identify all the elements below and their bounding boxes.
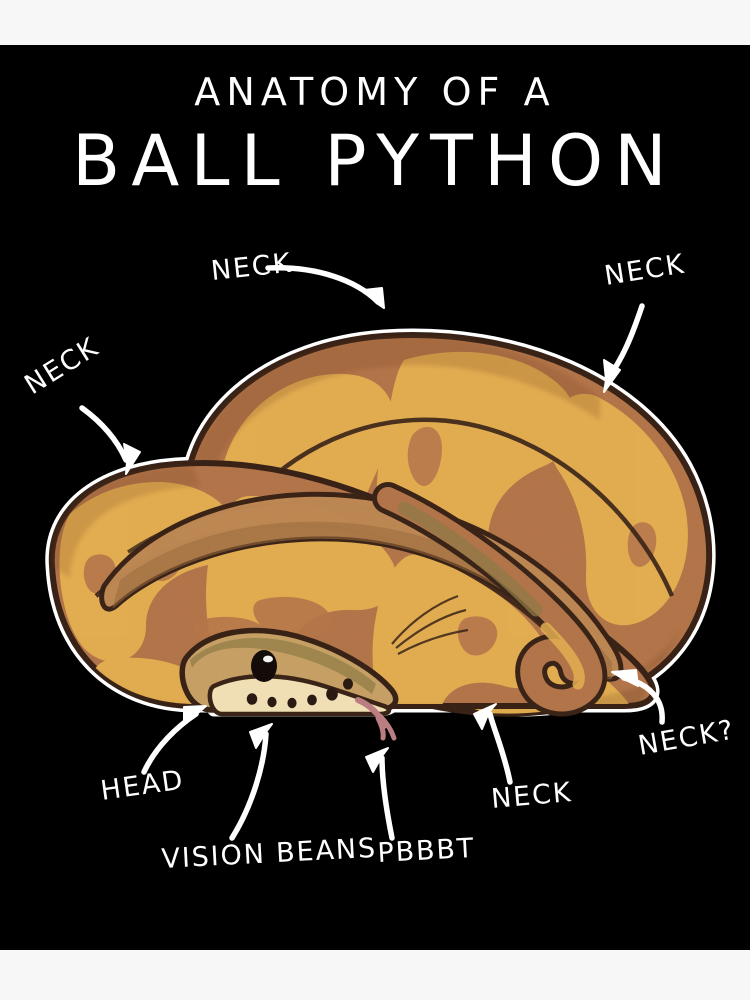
- label-head: HEAD: [99, 765, 187, 807]
- label-neck-lower-mid: NECK: [490, 777, 574, 815]
- snake-eye: [251, 650, 277, 682]
- annotation-arrows: [79, 265, 665, 841]
- frame-band-bottom: [0, 950, 750, 1000]
- poster-title: ANATOMY OF A BALL PYTHON: [72, 70, 678, 202]
- label-pbbbt: PBBBT: [377, 833, 476, 869]
- label-neck-upper-left: NECK: [209, 248, 293, 287]
- arrow-neck-lower-mid: [473, 703, 513, 785]
- ball-python-illustration: ANATOMY OF A BALL PYTHON: [19, 70, 738, 875]
- label-neck-upper-right: NECK: [602, 249, 687, 292]
- snake-head: [179, 594, 469, 741]
- snake-tongue: [355, 697, 397, 741]
- label-neck-question: NECK?: [636, 714, 738, 761]
- title-line-2: BALL PYTHON: [72, 120, 678, 202]
- frame-band-top: [0, 0, 750, 45]
- title-line-1: ANATOMY OF A: [194, 70, 555, 114]
- arrow-pbbbt: [365, 747, 395, 841]
- arrow-neck-upper-right: [603, 303, 645, 393]
- snake-figure: [45, 328, 716, 741]
- arrow-neck-far-left: [79, 405, 141, 475]
- head-scale-lines: [391, 594, 469, 655]
- label-neck-far-left: NECK: [19, 332, 104, 401]
- labial-pits: [246, 678, 353, 709]
- artwork-area: ANATOMY OF A BALL PYTHON: [0, 45, 750, 950]
- arrow-neck-question: [611, 669, 665, 725]
- label-vision-beans: VISION BEANS: [161, 833, 378, 875]
- arrow-neck-upper-left: [265, 265, 385, 309]
- snake-tail: [372, 482, 608, 717]
- arrow-head: [141, 705, 207, 775]
- arrow-vision-beans: [229, 723, 273, 841]
